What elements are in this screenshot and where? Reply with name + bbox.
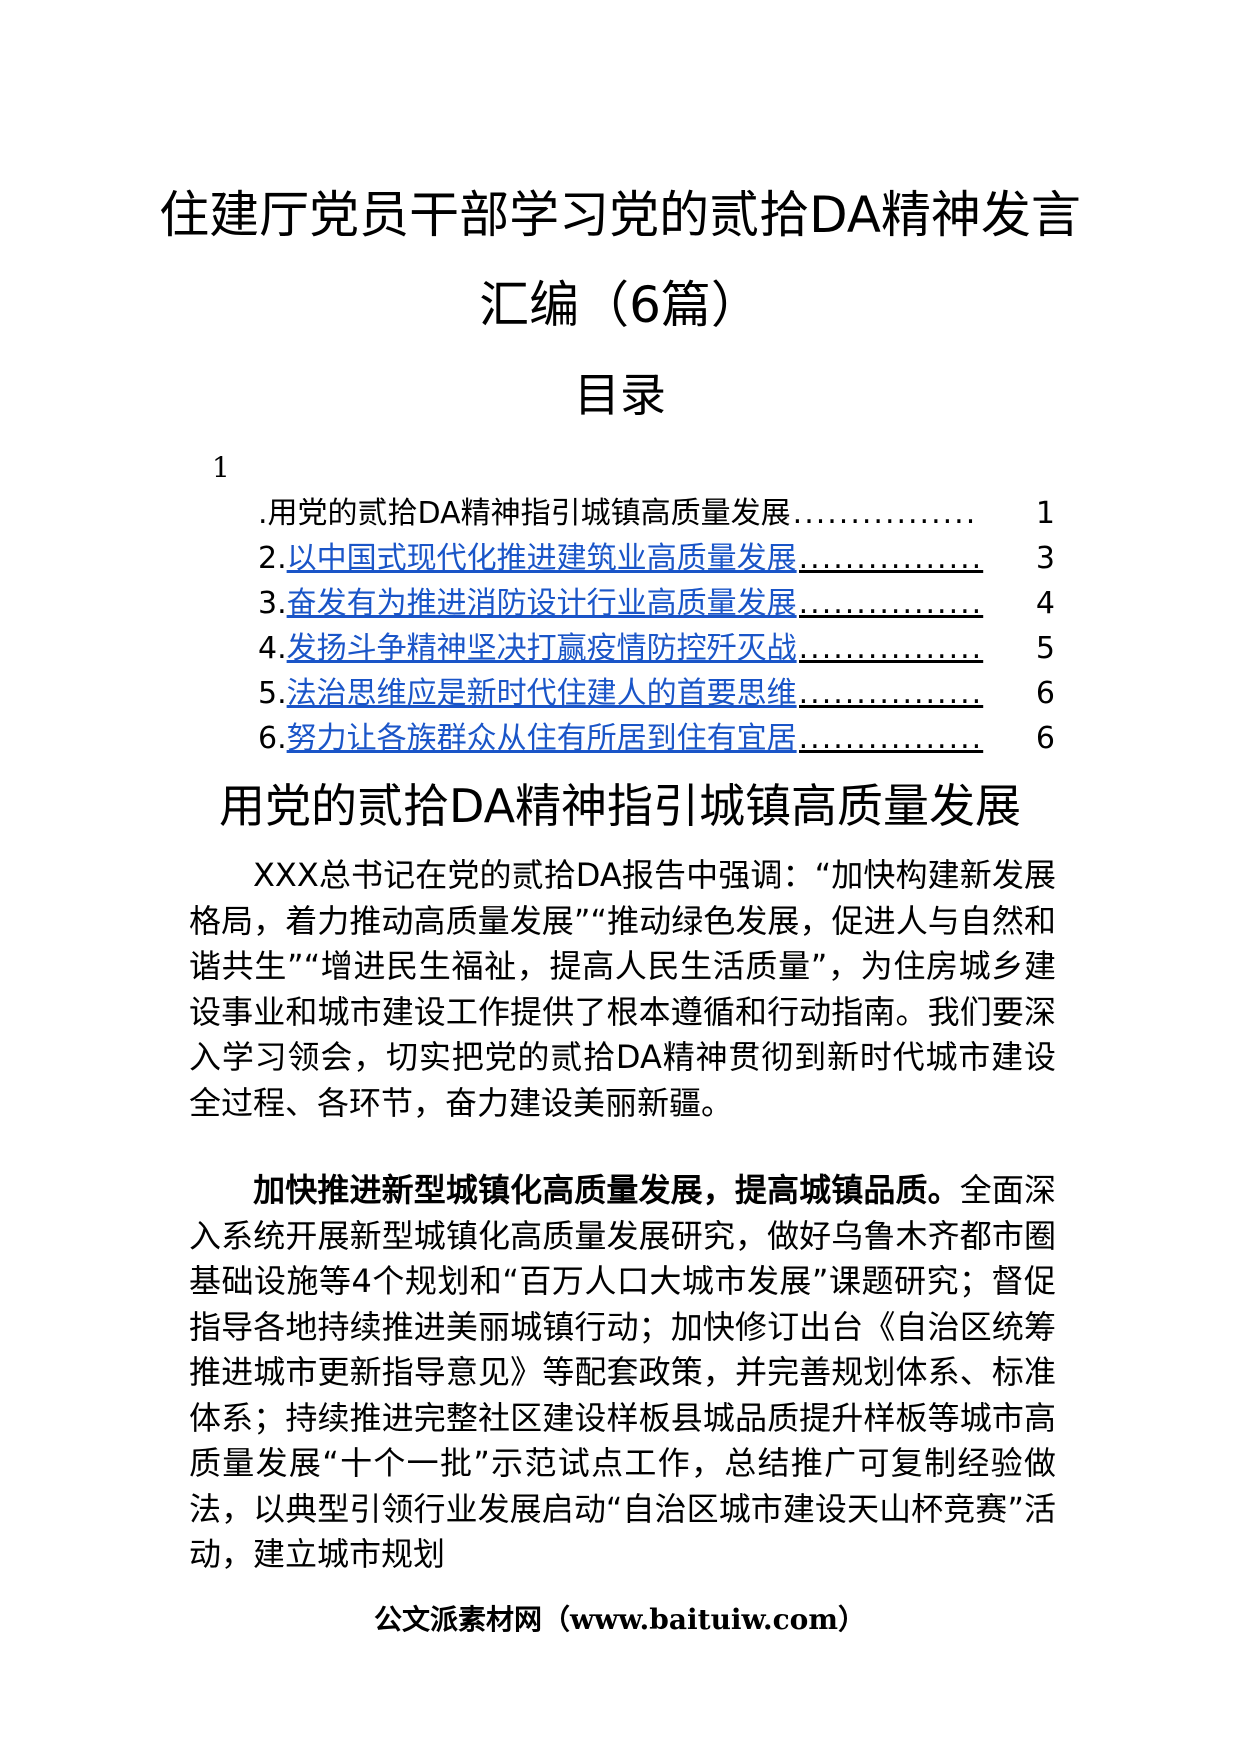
toc-entry-3[interactable]: 3. 奋发有为推进消防设计行业高质量发展 ................ 4 (258, 581, 1055, 626)
toc-entry-page: 6 (1035, 676, 1055, 711)
toc-entry-leader: ................ (798, 631, 984, 666)
toc-entry-leader: ................ (792, 496, 978, 531)
toc-entry-link[interactable]: 以中国式现代化推进建筑业高质量发展 (286, 541, 797, 576)
toc-entry-number: 4. (258, 631, 287, 666)
toc-entry-number: 3. (258, 586, 287, 621)
toc-entry-link[interactable]: 发扬斗争精神坚决打赢疫情防控歼灭战 (286, 631, 797, 666)
toc-marker: 1 (212, 451, 230, 484)
toc-entry-number: 5. (258, 676, 287, 711)
paragraph-lead-sentence: 加快推进新型城镇化高质量发展，提高城镇品质。 (253, 1171, 960, 1209)
document-title-line-2: 汇编（6篇） (479, 276, 761, 334)
toc-entry-page: 6 (1035, 721, 1055, 756)
document-title-line-1: 住建厅党员干部学习党的贰拾DA精神发言 (159, 186, 1081, 244)
toc-entry-leader: ................ (798, 721, 984, 756)
toc-entry-6[interactable]: 6. 努力让各族群众从住有所居到住有宜居 ................ 6 (258, 716, 1055, 761)
table-of-contents: . 用党的贰拾DA精神指引城镇高质量发展 ................ 1 … (258, 491, 1055, 761)
paragraph-text: XXX总书记在党的贰拾DA报告中强调：“加快构建新发展格局，着力推动高质量发展”… (189, 856, 1056, 1122)
toc-entry-page: 4 (1035, 586, 1055, 621)
toc-entry-page: 3 (1035, 541, 1055, 576)
section-title: 用党的贰拾DA精神指引城镇高质量发展 (218, 779, 1022, 833)
toc-entry-leader: ................ (798, 676, 984, 711)
toc-entry-1[interactable]: . 用党的贰拾DA精神指引城镇高质量发展 ................ 1 (258, 491, 1055, 536)
toc-entry-5[interactable]: 5. 法治思维应是新时代住建人的首要思维 ................ 6 (258, 671, 1055, 716)
toc-entry-leader: ................ (798, 541, 984, 576)
body-paragraph-2: 加快推进新型城镇化高质量发展，提高城镇品质。全面深入系统开展新型城镇化高质量发展… (189, 1168, 1056, 1578)
toc-entry-2[interactable]: 2. 以中国式现代化推进建筑业高质量发展 ................ 3 (258, 536, 1055, 581)
toc-entry-4[interactable]: 4. 发扬斗争精神坚决打赢疫情防控歼灭战 ................ 5 (258, 626, 1055, 671)
toc-entry-link[interactable]: 努力让各族群众从住有所居到住有宜居 (286, 721, 797, 756)
toc-entry-title: 用党的贰拾DA精神指引城镇高质量发展 (267, 496, 791, 531)
toc-entry-number: . (258, 496, 268, 531)
paragraph-text: 全面深入系统开展新型城镇化高质量发展研究，做好乌鲁木齐都市圈基础设施等4个规划和… (189, 1171, 1056, 1573)
footer-watermark: 公文派素材网（www.baituiw.com） (374, 1603, 866, 1636)
body-paragraph-1: XXX总书记在党的贰拾DA报告中强调：“加快构建新发展格局，着力推动高质量发展”… (189, 853, 1056, 1126)
toc-heading: 目录 (574, 368, 666, 422)
toc-entry-page: 5 (1035, 631, 1055, 666)
toc-entry-page: 1 (1035, 496, 1055, 531)
toc-entry-number: 2. (258, 541, 287, 576)
toc-entry-leader: ................ (798, 586, 984, 621)
toc-entry-link[interactable]: 法治思维应是新时代住建人的首要思维 (286, 676, 797, 711)
toc-entry-link[interactable]: 奋发有为推进消防设计行业高质量发展 (286, 586, 797, 621)
toc-entry-number: 6. (258, 721, 287, 756)
